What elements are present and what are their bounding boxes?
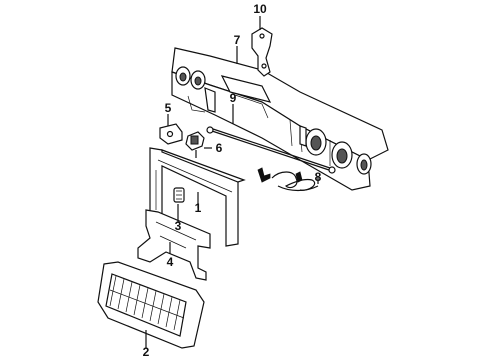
upper-bracket bbox=[251, 27, 273, 77]
callout-5: 5 bbox=[165, 101, 172, 115]
callout-6: 6 bbox=[216, 141, 223, 155]
callout-labels: 10 7 9 5 6 1 3 4 8 2 bbox=[143, 2, 322, 359]
callout-7: 7 bbox=[234, 33, 241, 47]
radiator-grille bbox=[97, 261, 205, 349]
grille-clip bbox=[173, 187, 185, 203]
latch-bracket bbox=[159, 123, 183, 145]
hood-latch bbox=[185, 131, 205, 158]
callout-4: 4 bbox=[167, 255, 174, 269]
callout-9: 9 bbox=[230, 91, 237, 105]
release-rod bbox=[206, 126, 336, 174]
callout-3: 3 bbox=[175, 219, 182, 233]
callout-2: 2 bbox=[143, 345, 150, 359]
callout-8: 8 bbox=[315, 170, 322, 184]
callout-1: 1 bbox=[195, 201, 202, 215]
lower-bracket bbox=[137, 209, 211, 281]
grille-frame bbox=[149, 147, 246, 247]
callout-10: 10 bbox=[253, 2, 267, 16]
header-panel bbox=[171, 47, 389, 191]
leader-lines bbox=[145, 16, 319, 348]
script-emblem bbox=[257, 167, 319, 192]
